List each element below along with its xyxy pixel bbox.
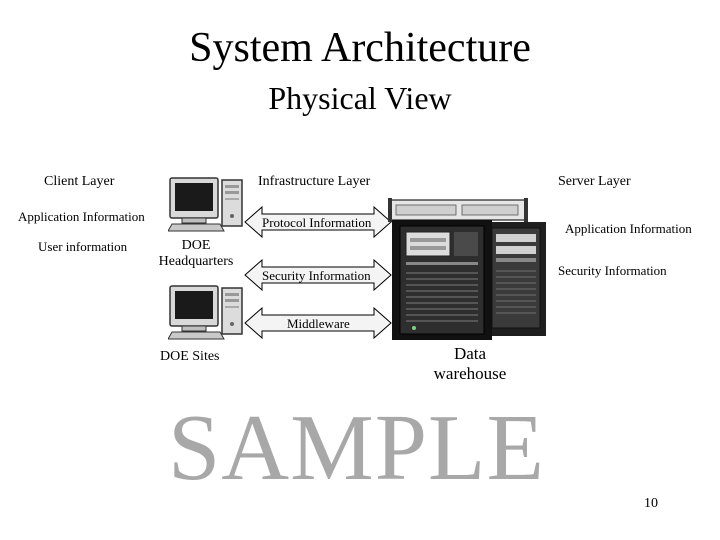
security-information-label: Security Information [262, 268, 371, 283]
client-layer-label: Client Layer [44, 174, 115, 189]
page-title: System Architecture [189, 25, 531, 71]
page-subtitle: Physical View [268, 80, 452, 116]
server-security-information: Security Information [558, 263, 667, 278]
doe-headquarters-label: DOE Headquarters [158, 238, 234, 269]
server-icon [388, 198, 546, 340]
client-user-information: User information [38, 239, 128, 254]
page-number: 10 [644, 496, 658, 511]
doe-sites-label: DOE Sites [160, 349, 220, 364]
infrastructure-layer-label: Infrastructure Layer [258, 174, 371, 189]
middleware-label: Middleware [287, 316, 350, 331]
server-application-information: Application Information [565, 221, 692, 236]
security-information-arrow [244, 259, 392, 291]
data-warehouse-label: Data warehouse [433, 344, 507, 383]
doe-sites-computer-icon [168, 285, 243, 340]
server-layer-label: Server Layer [558, 174, 631, 189]
headquarters-computer-icon [168, 177, 243, 232]
client-application-information: Application Information [18, 209, 145, 224]
middleware-arrow [244, 307, 392, 339]
protocol-information-label: Protocol Information [262, 215, 372, 230]
sample-watermark: SAMPLE [168, 396, 545, 500]
